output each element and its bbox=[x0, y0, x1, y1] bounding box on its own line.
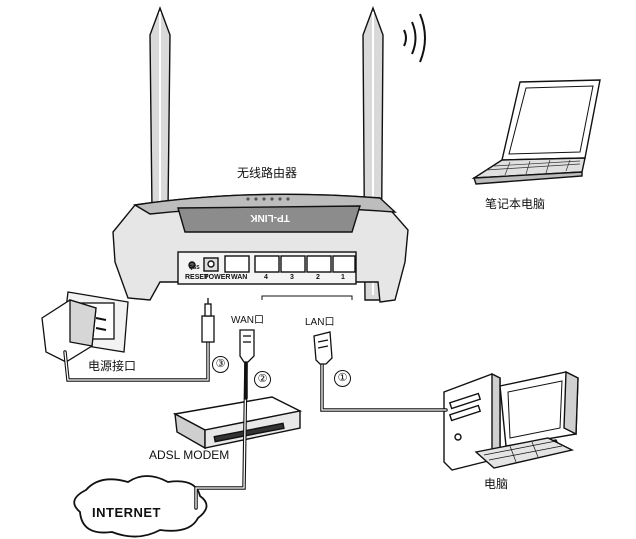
modem-icon bbox=[172, 396, 303, 450]
desktop-computer-icon bbox=[443, 370, 579, 471]
wan-label: WAN bbox=[231, 274, 248, 281]
port-number: 3 bbox=[290, 274, 294, 281]
power-plug-icon bbox=[201, 298, 215, 343]
step-1-badge: ① bbox=[334, 370, 351, 387]
lan-port-label: LAN口 bbox=[305, 317, 335, 328]
port-number: 1 bbox=[341, 274, 345, 281]
wan-plug-icon bbox=[239, 329, 255, 363]
router-label: 无线路由器 bbox=[237, 166, 298, 180]
router-leds bbox=[246, 197, 290, 201]
power-port-label: 电源接口 bbox=[88, 359, 137, 373]
power-adapter-icon bbox=[41, 291, 129, 363]
internet-label: INTERNET bbox=[92, 505, 161, 520]
modem-label: ADSL MODEM bbox=[149, 448, 230, 462]
laptop-icon bbox=[471, 79, 601, 185]
wan-port-label: WAN口 bbox=[231, 315, 264, 326]
laptop-label: 笔记本电脑 bbox=[485, 197, 546, 211]
step-2-badge: ② bbox=[254, 371, 271, 388]
cables bbox=[63, 340, 448, 510]
brand-logo: TP-LINK bbox=[250, 212, 290, 223]
port-number: 4 bbox=[264, 274, 268, 281]
lan-plug-icon bbox=[313, 331, 333, 365]
port-number: 2 bbox=[316, 274, 320, 281]
desktop-label: 电脑 bbox=[484, 477, 509, 491]
wifi-signal-icon bbox=[403, 13, 426, 63]
router-icon bbox=[112, 5, 409, 303]
step-3-badge: ③ bbox=[212, 356, 229, 373]
cloud-icon bbox=[73, 475, 208, 538]
qss-label: QSS bbox=[189, 265, 200, 271]
power-label: POWER bbox=[204, 274, 231, 281]
reset-label: RESET bbox=[185, 274, 209, 281]
